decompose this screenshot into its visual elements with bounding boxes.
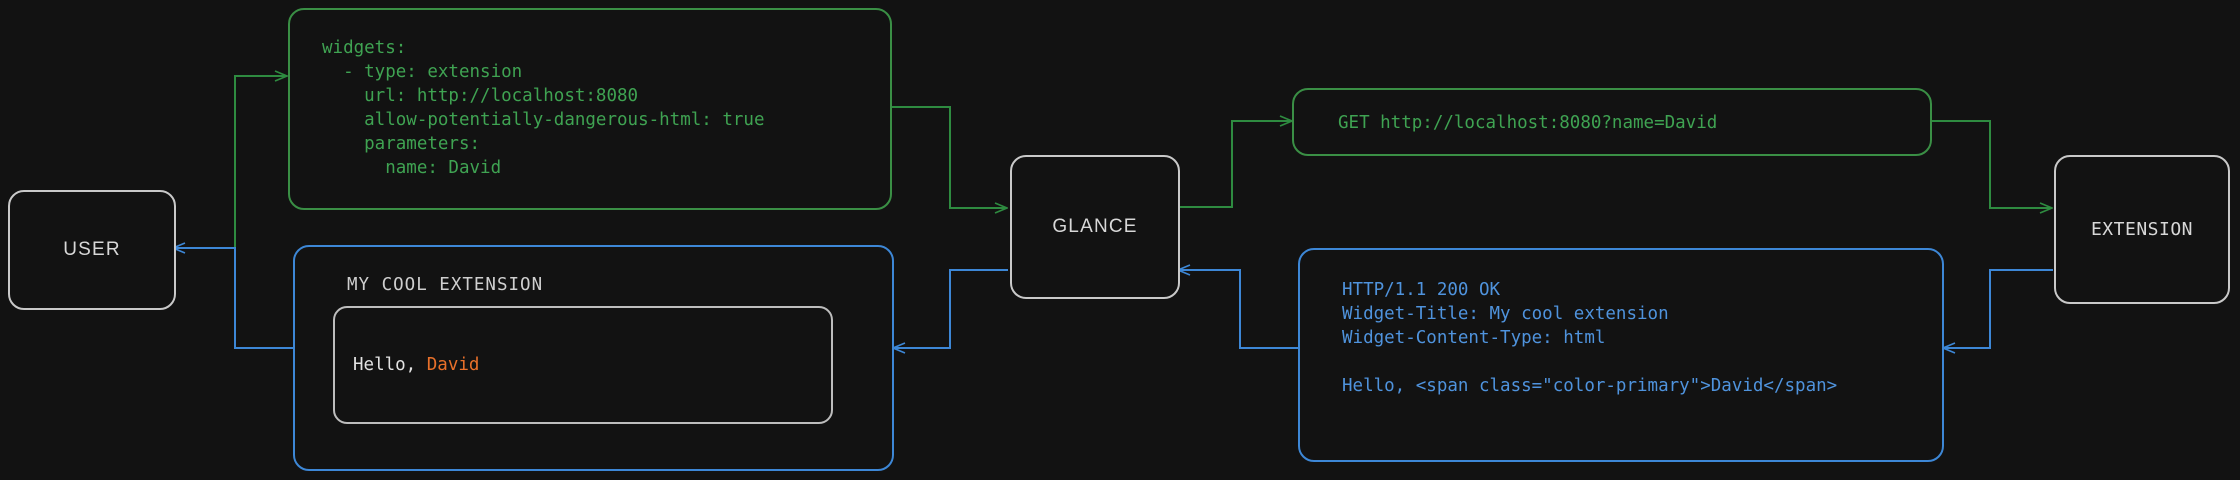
widget-greeting-name: David [426, 355, 480, 375]
http-request-text: GET http://localhost:8080?name=David [1338, 113, 1718, 133]
widget-preview-box[interactable]: MY COOL EXTENSION Hello, David [293, 245, 894, 471]
connector-glance-to-request [1177, 121, 1291, 208]
connector-request-to-extension [1932, 120, 2051, 208]
widget-preview-content: Hello, David [333, 306, 833, 424]
widget-preview-title: MY COOL EXTENSION [347, 275, 544, 295]
widget-greeting-prefix: Hello, [353, 355, 427, 375]
node-user-label: USER [63, 239, 121, 260]
connector-extension-to-response [1944, 269, 2053, 348]
config-yaml-text: widgets: - type: extension url: http://l… [322, 38, 765, 178]
node-glance[interactable]: GLANCE [1010, 155, 1180, 299]
connector-glance-to-widget [894, 269, 1008, 348]
connector-config-to-glance [892, 106, 1006, 208]
node-user[interactable]: USER [8, 190, 176, 310]
node-glance-label: GLANCE [1052, 216, 1138, 237]
http-request-box[interactable]: GET http://localhost:8080?name=David [1292, 88, 1932, 156]
widget-greeting-line: Hello, David [335, 355, 479, 375]
connector-widget-to-user [174, 248, 293, 349]
http-response-box[interactable]: HTTP/1.1 200 OK Widget-Title: My cool ex… [1298, 248, 1944, 462]
node-extension-label: EXTENSION [2090, 219, 2194, 240]
connector-response-to-glance [1179, 270, 1298, 349]
config-yaml-box[interactable]: widgets: - type: extension url: http://l… [288, 8, 892, 210]
http-response-text: HTTP/1.1 200 OK Widget-Title: My cool ex… [1342, 280, 1838, 396]
connector-user-to-config [171, 76, 286, 249]
node-extension[interactable]: EXTENSION [2054, 155, 2230, 304]
